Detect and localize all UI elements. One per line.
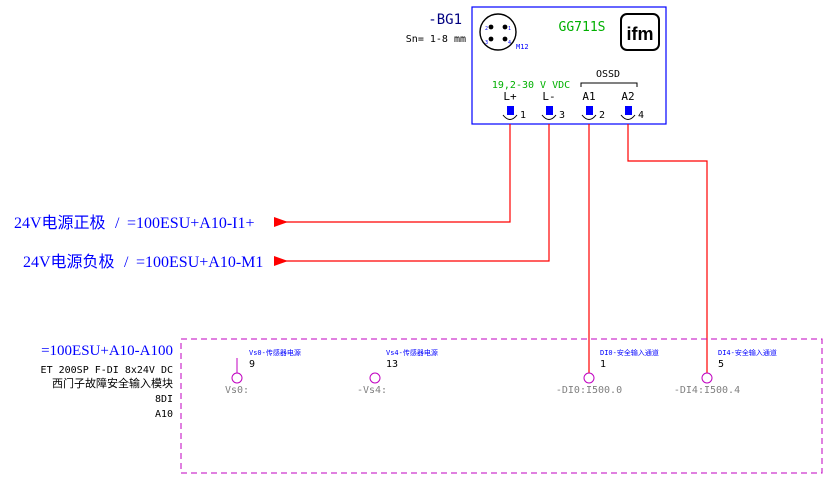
channel-number: 9 — [249, 359, 255, 370]
supply-negative-ref: =100ESU+A10-M1 — [136, 254, 263, 271]
terminal-1[interactable]: 1 — [502, 106, 526, 121]
channel-di4: DI4-安全输入通道 5 -DI4:I500.4 — [674, 348, 777, 396]
supply-positive-name: 24V电源正极 — [14, 214, 106, 232]
ifm-logo: ifm — [620, 13, 660, 51]
pin-number: 2 — [485, 26, 488, 32]
brand-logo-text: ifm — [627, 24, 654, 44]
channel-di0: DI0-安全输入通道 1 -DI0:I500.0 — [556, 348, 659, 396]
terminal-number: 3 — [559, 110, 565, 121]
channel-io: -Vs4: — [357, 385, 387, 396]
channel-desc: Vs4-传感器电源 — [386, 348, 438, 357]
channel-desc: Vs0-传感器电源 — [249, 348, 301, 357]
supply-positive-ref: =100ESU+A10-I1+ — [127, 215, 255, 232]
terminal-connector[interactable] — [583, 372, 595, 384]
terminal-label-lplus: L+ — [503, 90, 517, 103]
terminal-number: 2 — [599, 110, 605, 121]
module-a100: =100ESU+A10-A100 ET 200SP F-DI 8x24V DC … — [41, 338, 823, 474]
channel-desc: DI4-安全输入通道 — [718, 348, 777, 357]
arrow-left-icon[interactable] — [274, 256, 288, 266]
channel-io: -DI4:I500.4 — [674, 385, 740, 396]
supply-negative: 24V电源负极 / =100ESU+A10-M1 — [23, 253, 288, 271]
terminal-number: 4 — [638, 110, 644, 121]
terminal-3[interactable]: 3 — [541, 106, 565, 121]
terminal-label-a2: A2 — [621, 90, 634, 103]
terminal-connector[interactable] — [231, 372, 243, 384]
channel-desc: DI0-安全输入通道 — [600, 348, 659, 357]
supply-positive: 24V电源正极 / =100ESU+A10-I1+ — [14, 214, 288, 232]
channel-vs0: Vs0-传感器电源 9 Vs0: — [225, 348, 301, 396]
separator: / — [115, 215, 120, 232]
wires — [284, 124, 708, 373]
module-ref: =100ESU+A10-A100 — [41, 343, 173, 359]
m12-connector-icon: 2 1 3 4 M12 — [479, 13, 529, 51]
channel-number: 1 — [600, 359, 606, 370]
channel-vs4: Vs4-传感器电源 13 -Vs4: — [357, 348, 438, 396]
sensor-model: GG711S — [559, 20, 606, 35]
channel-number: 13 — [386, 359, 398, 370]
separator: / — [124, 254, 129, 271]
wire-a2-di4[interactable] — [627, 124, 708, 373]
pin-number: 3 — [485, 40, 488, 46]
terminal-number: 1 — [520, 110, 526, 121]
ossd-label: OSSD — [596, 69, 620, 80]
wire-l-plus[interactable] — [284, 124, 511, 223]
pin-number: 1 — [508, 26, 511, 32]
channel-number: 5 — [718, 359, 724, 370]
sensor-range: Sn= 1-8 mm — [406, 34, 466, 45]
wire-l-minus[interactable] — [284, 124, 550, 262]
sensor-tag: -BG1 — [428, 12, 462, 28]
supply-negative-name: 24V电源负极 — [23, 253, 115, 271]
channel-io: Vs0: — [225, 385, 249, 396]
arrow-left-icon[interactable] — [274, 217, 288, 227]
connector-label: M12 — [516, 43, 529, 51]
terminal-label-a1: A1 — [582, 90, 595, 103]
sensor-bg1: -BG1 Sn= 1-8 mm 2 1 3 4 M12 GG711S ifm 1… — [406, 6, 667, 125]
terminal-label-lminus: L- — [542, 90, 555, 103]
module-type: ET 200SP F-DI 8x24V DC — [41, 365, 173, 376]
pin-number: 4 — [508, 40, 511, 46]
voltage-label: 19,2-30 V VDC — [492, 80, 570, 91]
module-slot: A10 — [155, 409, 173, 420]
channel-io: -DI0:I500.0 — [556, 385, 622, 396]
terminal-4[interactable]: 4 — [620, 106, 644, 121]
terminal-connector[interactable] — [369, 372, 381, 384]
module-frame — [180, 338, 823, 474]
terminal-connector[interactable] — [701, 372, 713, 384]
module-desc: 西门子故障安全输入模块 — [52, 376, 173, 390]
terminal-2[interactable]: 2 — [581, 106, 605, 121]
module-di-count: 8DI — [155, 394, 173, 405]
ossd-bracket — [580, 82, 638, 87]
